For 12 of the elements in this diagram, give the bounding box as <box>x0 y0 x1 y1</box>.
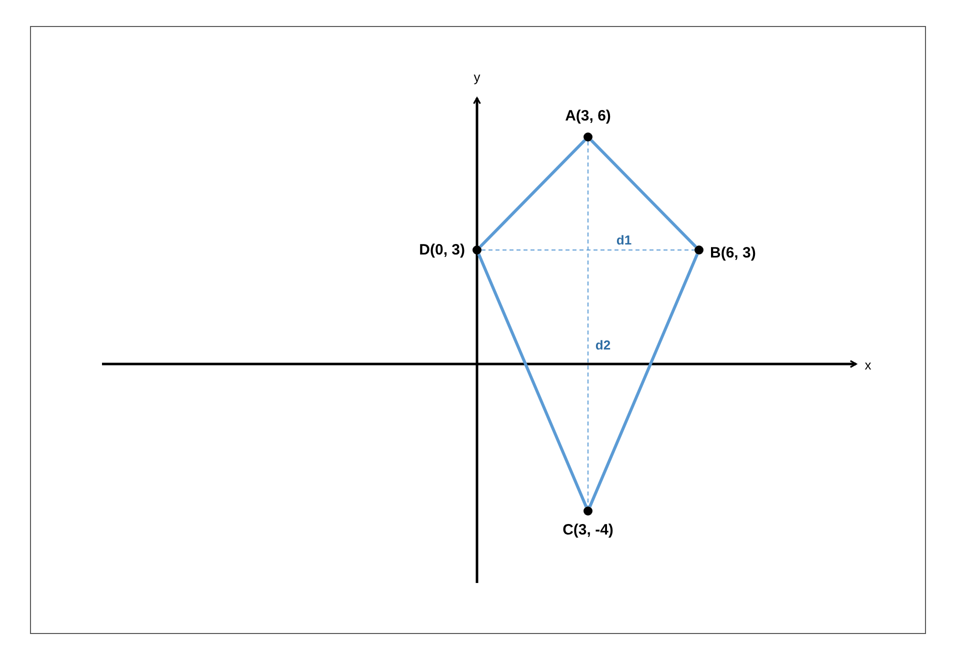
axis-label: y <box>474 70 480 84</box>
axis-label: x <box>864 358 872 372</box>
point-label: D(0, 3) <box>419 242 465 258</box>
edge-label: d2 <box>594 338 612 352</box>
kite-side <box>588 254 699 508</box>
edge-label: d1 <box>615 234 633 246</box>
point-label: A(3, 6) <box>565 108 611 124</box>
kite-side <box>479 139 586 248</box>
kite-side <box>477 254 588 508</box>
kite-side <box>590 139 697 248</box>
point-label: B(6, 3) <box>710 246 756 260</box>
point-label: C(3, -4) <box>562 522 614 538</box>
